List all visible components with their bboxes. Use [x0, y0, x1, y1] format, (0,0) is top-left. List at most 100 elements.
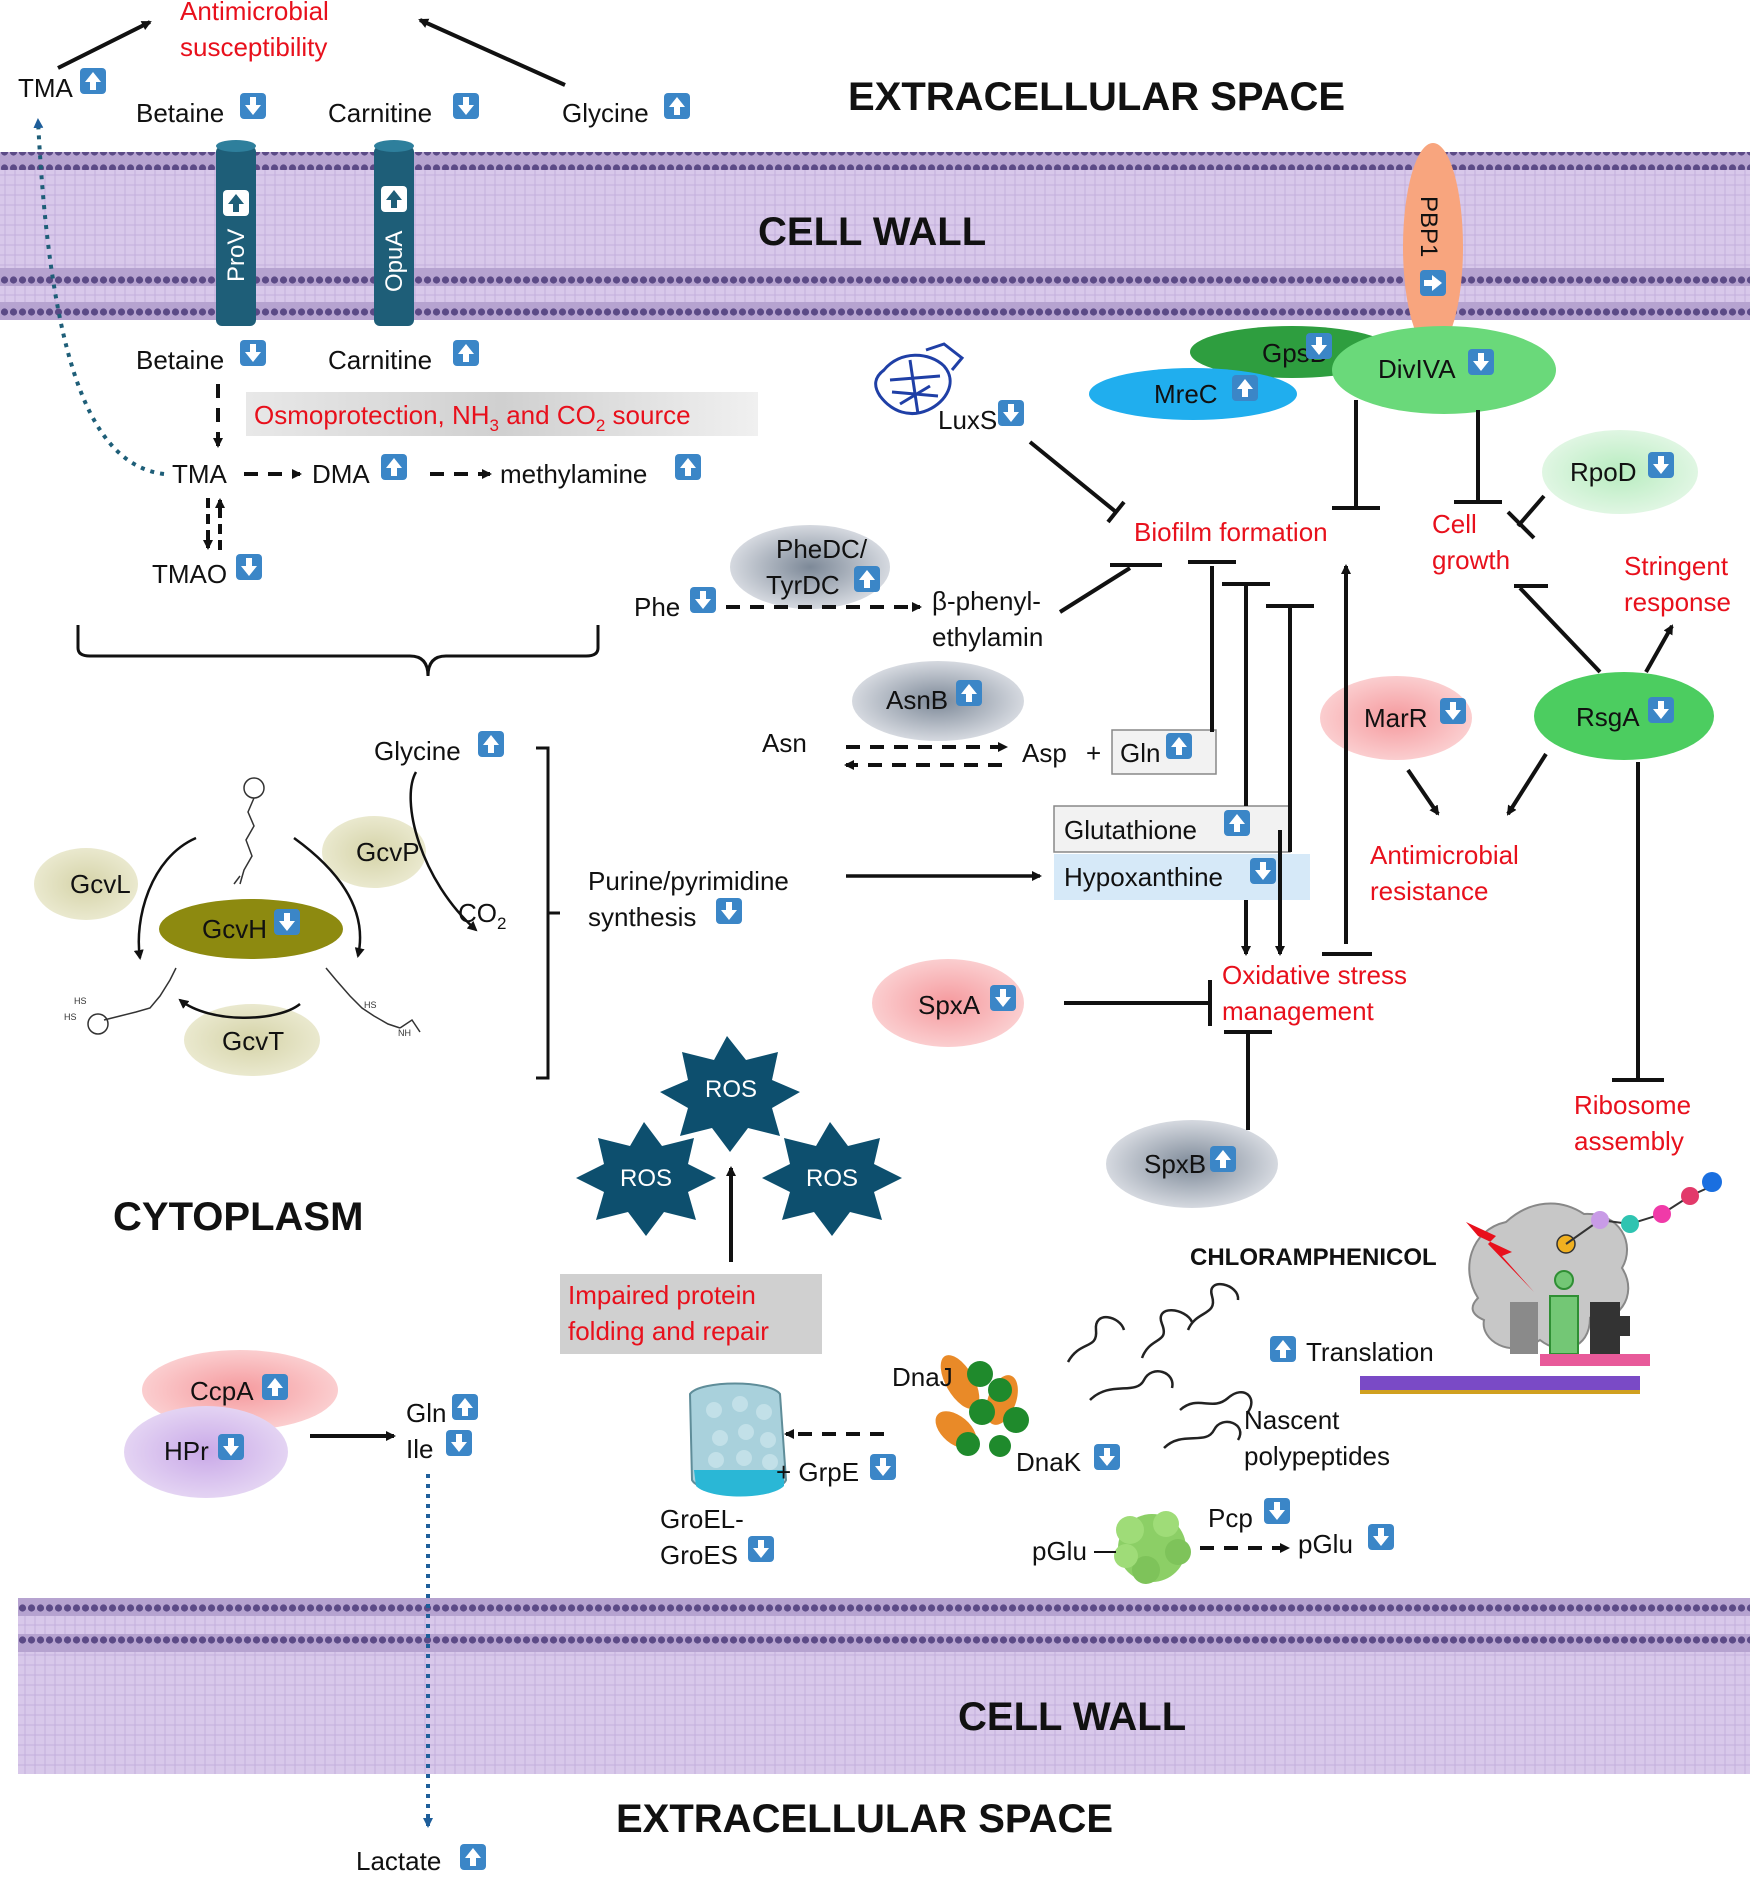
down-arrow-icon [1468, 349, 1494, 375]
down-arrow-icon [1306, 333, 1332, 359]
phenylethylamine-label-2: ethylamin [932, 622, 1043, 652]
gcvl-label: GcvL [70, 869, 131, 899]
glycine-out-label: Glycine [562, 98, 649, 128]
asnb-ellipse [852, 661, 1024, 741]
rsga-to-stringent-arrow [1644, 624, 1674, 673]
hs-label-3: HS [364, 1000, 377, 1010]
diviva-ellipse [1332, 326, 1556, 414]
rpod-ellipse [1542, 430, 1698, 514]
down-arrow-icon [236, 554, 262, 580]
down-arrow-icon [453, 93, 479, 119]
impaired-label-1: Impaired protein [568, 1280, 756, 1310]
cell-growth-label-2: growth [1432, 545, 1510, 575]
rpod-label: RpoD [1570, 457, 1636, 487]
osmoprotection-box [246, 392, 758, 436]
impaired-box [560, 1274, 822, 1354]
asnb-label: AsnB [886, 685, 948, 715]
carnitine-in-label: Carnitine [328, 345, 432, 375]
ribosome-icon [1360, 1172, 1722, 1394]
prov-transporter: ProV [216, 140, 256, 326]
hs-label-1: HS [74, 996, 87, 1006]
down-arrow-icon [1094, 1444, 1120, 1470]
spxb-label: SpxB [1144, 1149, 1206, 1179]
up-arrow-icon [262, 1374, 288, 1400]
up-arrow-icon [453, 340, 479, 366]
ile-label: Ile [406, 1434, 433, 1464]
ros-star [660, 1036, 800, 1152]
gln-box [1111, 729, 1217, 775]
tma-export-dotted-arrow [33, 118, 165, 476]
groel-groes-icon [688, 1382, 788, 1497]
hpr-label: HPr [164, 1436, 209, 1466]
down-arrow-icon [218, 1434, 244, 1460]
ros-label: ROS [705, 1076, 757, 1103]
nascent-polypeptides-icon [1066, 1282, 1253, 1449]
down-arrow-icon [748, 1536, 774, 1562]
rsga-to-amr-arrow [1506, 752, 1548, 816]
methylamine-label: methylamine [500, 459, 647, 489]
antimicrobial-resistance-label-2: resistance [1370, 876, 1489, 906]
pcp-label: Pcp [1208, 1503, 1253, 1533]
extracellular-top-label: EXTRACELLULAR SPACE [848, 75, 1345, 119]
up-arrow-icon [1210, 1146, 1236, 1172]
up-arrow-icon [675, 454, 701, 480]
ros-star [576, 1122, 716, 1236]
tma-in-label: TMA [172, 459, 228, 489]
nh2-label: NH [398, 1028, 411, 1038]
osmoprotection-label: Osmoprotection, NH3 and CO2 source [254, 400, 691, 435]
dnaj-label: DnaJ [892, 1362, 953, 1392]
up-arrow-icon [381, 454, 407, 480]
grouping-brace [76, 625, 600, 677]
lightning-bolt-icon [1466, 1222, 1534, 1292]
gcv-cycle-arrow-left [133, 836, 197, 960]
gcvp-label: GcvP [356, 837, 420, 867]
down-arrow-icon [990, 985, 1016, 1011]
marr-ellipse [1320, 676, 1472, 760]
stringent-response-label-1: Stringent [1624, 551, 1729, 581]
dnaj-dnak-icon [935, 1355, 1029, 1457]
marr-to-amr-arrow [1406, 768, 1440, 816]
down-arrow-icon [240, 340, 266, 366]
mrec-label: MreC [1154, 379, 1218, 409]
biofilm-formation-label: Biofilm formation [1134, 517, 1328, 547]
up-arrow-icon [956, 680, 982, 706]
down-arrow-icon [1648, 697, 1674, 723]
purine-label-1: Purine/pyrimidine [588, 866, 789, 896]
stringent-response-label-2: response [1624, 587, 1731, 617]
gcv-cycle-arrow-right [293, 836, 365, 958]
ribosome-assembly-label-2: assembly [1574, 1126, 1684, 1156]
phedc-ellipse [730, 525, 890, 609]
betaine-out-label: Betaine [136, 98, 224, 128]
groel-label-1: GroEL- [660, 1504, 744, 1534]
down-arrow-icon [1648, 452, 1674, 478]
translation-label: Translation [1306, 1337, 1434, 1367]
diviva-label: DivIVA [1378, 354, 1456, 384]
nascent-polypeptides-label-1: Nascent [1244, 1405, 1340, 1435]
up-arrow-icon [478, 731, 504, 757]
gcvp-ellipse [322, 816, 426, 888]
glycine-to-susceptibility-arrow [418, 18, 566, 87]
phenylethylamine-label-1: β-phenyl- [932, 586, 1041, 616]
dnak-label: DnaK [1016, 1447, 1082, 1477]
antimicrobial-susceptibility-1: Antimicrobial [180, 0, 329, 26]
pglu-right-label: pGlu [1298, 1529, 1353, 1559]
asp-label: Asp [1022, 738, 1067, 768]
lactate-label: Lactate [356, 1846, 441, 1874]
rpod-inhibit-growth-bar [1506, 510, 1536, 540]
pglu-left-label: pGlu [1032, 1536, 1087, 1566]
up-arrow-icon [1232, 375, 1258, 401]
down-arrow-icon [690, 587, 716, 613]
gln-bottom-label: Gln [406, 1398, 446, 1428]
glycine-in-label: Glycine [374, 736, 461, 766]
luxs-inhibit-biofilm [1028, 440, 1118, 514]
down-arrow-icon [870, 1454, 896, 1480]
luxs-label: LuxS [938, 405, 997, 435]
cytoplasm-label: CYTOPLASM [113, 1195, 363, 1239]
gcvl-ellipse [34, 848, 138, 920]
up-arrow-icon [664, 93, 690, 119]
groel-label-2: GroES [660, 1540, 738, 1570]
impaired-label-2: folding and repair [568, 1316, 769, 1346]
antimicrobial-susceptibility-2: susceptibility [180, 32, 327, 62]
pcp-protein-icon [1114, 1511, 1191, 1584]
